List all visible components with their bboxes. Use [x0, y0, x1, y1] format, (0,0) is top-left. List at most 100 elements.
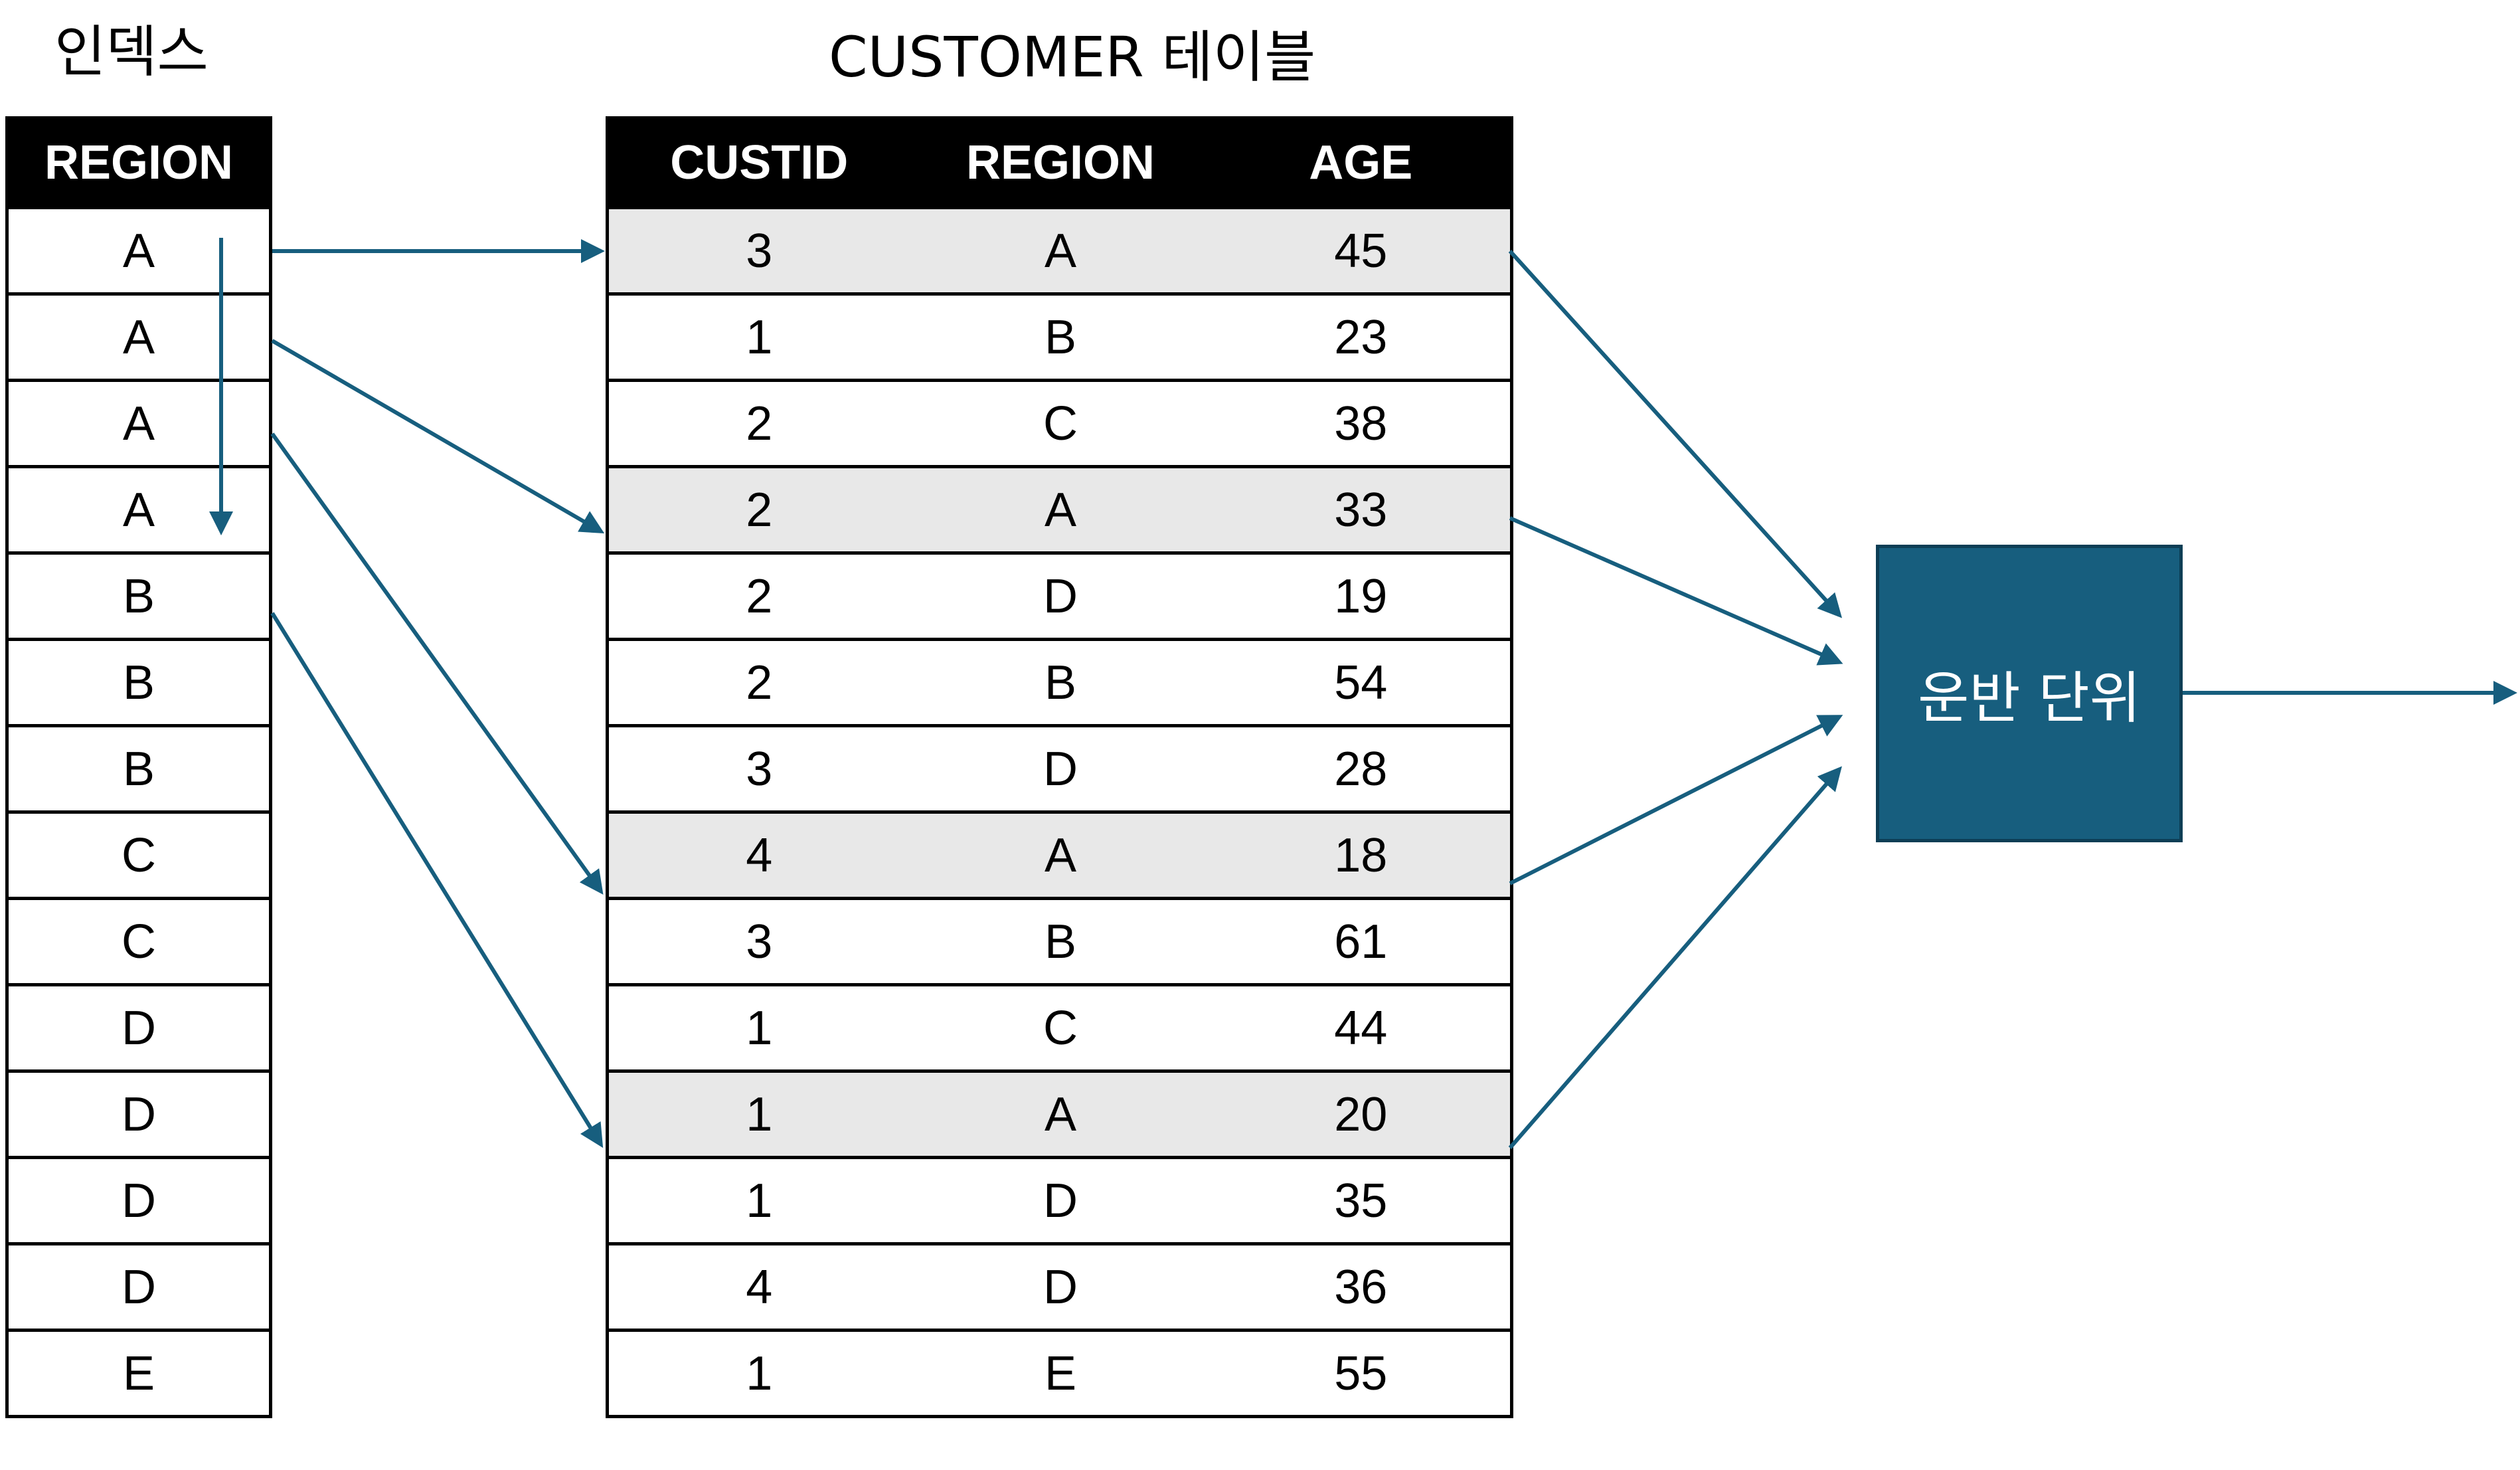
region-cell: D: [909, 1242, 1212, 1332]
row-1-to-unit-arrow: [1508, 249, 1843, 618]
region-cell: A: [909, 1069, 1212, 1159]
region-cell: D: [909, 724, 1212, 814]
index-cell: A: [5, 206, 272, 296]
index-cell: D: [5, 1242, 272, 1332]
region-cell: D: [909, 1156, 1212, 1245]
custid-cell: 3: [606, 897, 910, 986]
index-to-row-11-arrow: [270, 612, 604, 1148]
custid-cell: 1: [606, 292, 910, 382]
index-row: D: [5, 1069, 272, 1159]
custid-cell: 1: [606, 983, 910, 1073]
index-cell: E: [5, 1329, 272, 1418]
index-cell: B: [5, 724, 272, 814]
customer-row: 3 D 28: [606, 724, 1513, 814]
customer-table-title: CUSTOMER 테이블: [829, 25, 1316, 90]
region-cell: A: [909, 465, 1212, 555]
custid-cell: 2: [606, 465, 910, 555]
index-row: E: [5, 1329, 272, 1418]
region-cell: A: [909, 810, 1212, 900]
region-cell: A: [909, 206, 1212, 296]
index-title: 인덱스: [54, 19, 209, 84]
customer-row: 1 A 20: [606, 1069, 1513, 1159]
customer-row: 4 D 36: [606, 1242, 1513, 1332]
age-cell: 33: [1211, 465, 1513, 555]
index-to-row-4-arrow: [271, 339, 605, 534]
index-cell: D: [5, 1156, 272, 1245]
customer-header-region: REGION: [909, 116, 1212, 209]
transport-unit-label: 운반 단위: [1918, 665, 2141, 731]
customer-row: 2 C 38: [606, 379, 1513, 468]
customer-header-row: CUSTID REGION AGE: [606, 116, 1513, 209]
index-table: REGION A A A A B B B C C D D D D E: [5, 116, 272, 1418]
index-row: A: [5, 206, 272, 296]
customer-row: 1 B 23: [606, 292, 1513, 382]
custid-cell: 1: [606, 1069, 910, 1159]
index-cell: D: [5, 1069, 272, 1159]
customer-row: 1 E 55: [606, 1329, 1513, 1418]
custid-cell: 2: [606, 638, 910, 727]
region-cell: B: [909, 638, 1212, 727]
age-cell: 35: [1211, 1156, 1513, 1245]
region-cell: E: [909, 1329, 1212, 1418]
customer-row: 3 A 45: [606, 206, 1513, 296]
index-row: B: [5, 551, 272, 641]
custid-cell: 2: [606, 551, 910, 641]
row-4-to-unit-arrow: [1509, 516, 1843, 666]
index-row: A: [5, 379, 272, 468]
age-cell: 61: [1211, 897, 1513, 986]
transport-unit-box: 운반 단위: [1876, 545, 2183, 842]
customer-row: 2 B 54: [606, 638, 1513, 727]
age-cell: 54: [1211, 638, 1513, 727]
index-row: C: [5, 810, 272, 900]
customer-table: CUSTID REGION AGE 3 A 45 1 B 23 2 C 38: [606, 116, 1513, 1418]
index-row: A: [5, 465, 272, 555]
customer-header-custid: CUSTID: [606, 116, 910, 209]
index-cell: A: [5, 379, 272, 468]
customer-header-age: AGE: [1211, 116, 1513, 209]
index-cell: B: [5, 551, 272, 641]
index-row: C: [5, 897, 272, 986]
age-cell: 28: [1211, 724, 1513, 814]
index-cell: B: [5, 638, 272, 727]
age-cell: 23: [1211, 292, 1513, 382]
index-cell: C: [5, 810, 272, 900]
row-11-to-unit-arrow: [1508, 766, 1842, 1149]
age-cell: 44: [1211, 983, 1513, 1073]
age-cell: 38: [1211, 379, 1513, 468]
index-row: D: [5, 1156, 272, 1245]
custid-cell: 2: [606, 379, 910, 468]
customer-row: 1 C 44: [606, 983, 1513, 1073]
age-cell: 45: [1211, 206, 1513, 296]
index-row: B: [5, 638, 272, 727]
region-cell: B: [909, 292, 1212, 382]
index-cell: A: [5, 465, 272, 555]
custid-cell: 1: [606, 1329, 910, 1418]
custid-cell: 4: [606, 1242, 910, 1332]
customer-row: 2 D 19: [606, 551, 1513, 641]
index-header-region: REGION: [5, 116, 272, 209]
age-cell: 36: [1211, 1242, 1513, 1332]
index-cell: A: [5, 292, 272, 382]
index-row: D: [5, 983, 272, 1073]
region-cell: B: [909, 897, 1212, 986]
custid-cell: 3: [606, 724, 910, 814]
age-cell: 20: [1211, 1069, 1513, 1159]
customer-row: 4 A 18: [606, 810, 1513, 900]
customer-row: 1 D 35: [606, 1156, 1513, 1245]
index-row: D: [5, 1242, 272, 1332]
index-header-row: REGION: [5, 116, 272, 209]
index-row: A: [5, 292, 272, 382]
customer-row: 2 A 33: [606, 465, 1513, 555]
region-cell: C: [909, 379, 1212, 468]
custid-cell: 4: [606, 810, 910, 900]
region-cell: C: [909, 983, 1212, 1073]
age-cell: 18: [1211, 810, 1513, 900]
index-cell: D: [5, 983, 272, 1073]
custid-cell: 1: [606, 1156, 910, 1245]
age-cell: 19: [1211, 551, 1513, 641]
region-cell: D: [909, 551, 1212, 641]
row-8-to-unit-arrow: [1509, 715, 1843, 885]
customer-row: 3 B 61: [606, 897, 1513, 986]
index-row: B: [5, 724, 272, 814]
custid-cell: 3: [606, 206, 910, 296]
